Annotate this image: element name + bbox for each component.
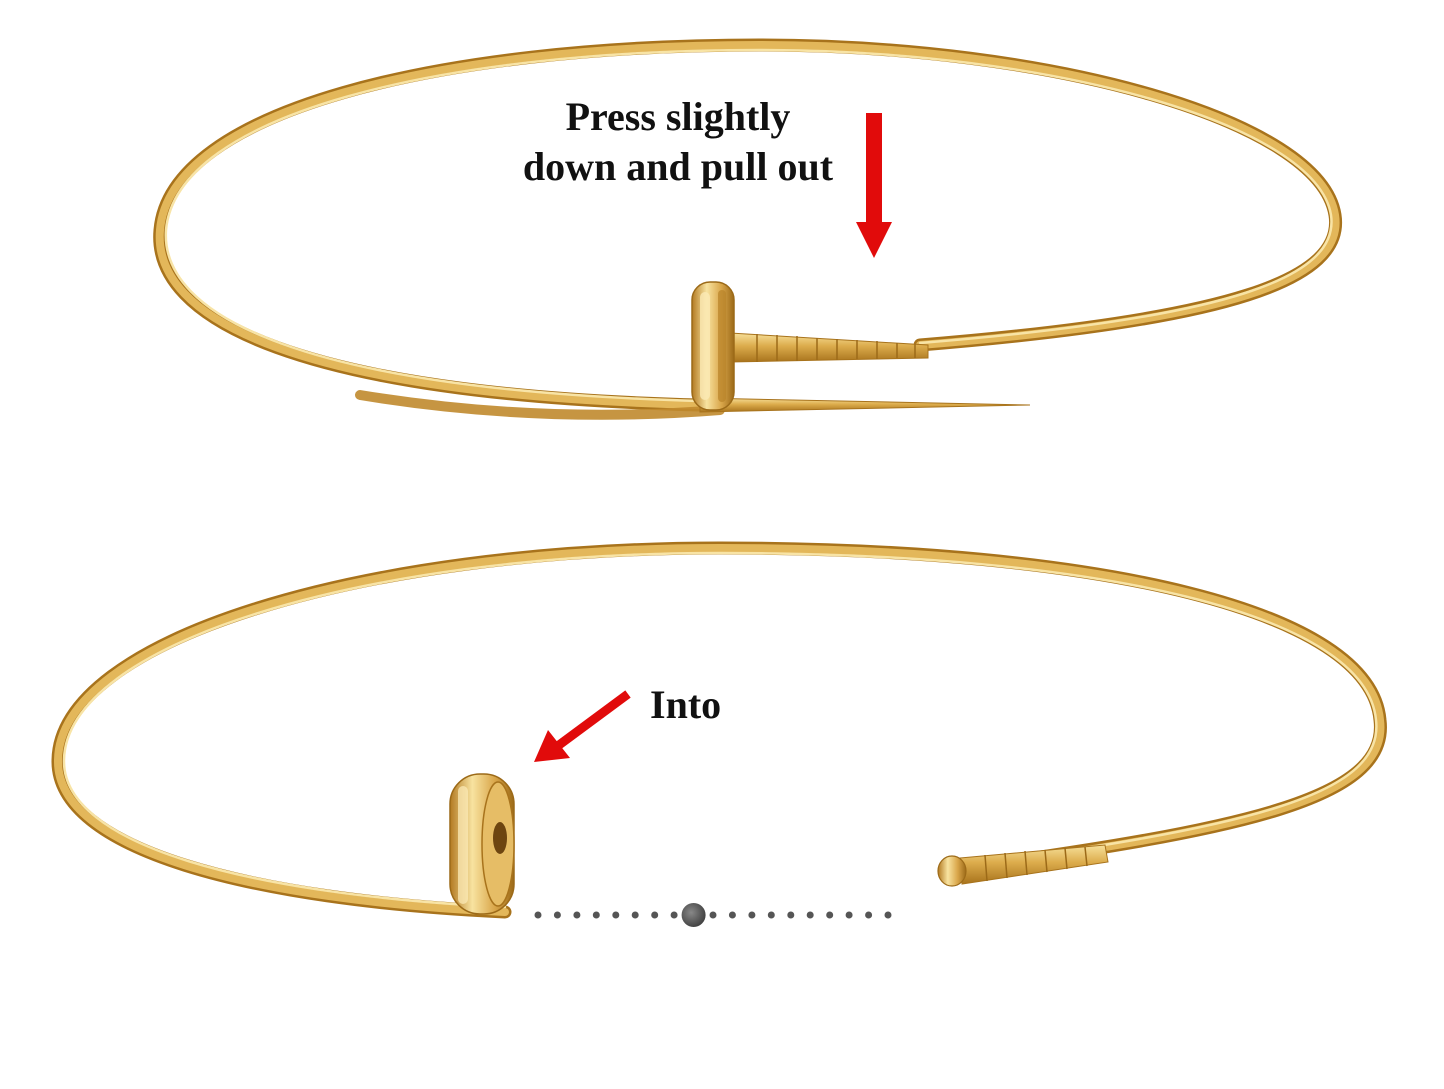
carousel-dot[interactable] <box>553 911 561 919</box>
carousel-dot[interactable] <box>826 911 834 919</box>
carousel-dot[interactable] <box>865 911 873 919</box>
instruction-step1: Press slightly down and pull out <box>488 92 868 192</box>
carousel-dot[interactable] <box>631 911 639 919</box>
top-bracelet <box>153 38 1343 420</box>
bottom-nail-thread <box>937 844 1109 887</box>
carousel-dot[interactable] <box>806 911 814 919</box>
arrow-down-left-icon <box>534 690 631 762</box>
arrow-down-icon <box>856 113 892 258</box>
carousel-dot[interactable] <box>787 911 795 919</box>
top-nail-thread <box>729 332 929 363</box>
carousel-dot[interactable] <box>884 911 892 919</box>
carousel-dot[interactable] <box>592 911 600 919</box>
carousel-dot[interactable] <box>651 911 659 919</box>
top-nail-point <box>699 397 1031 413</box>
instruction-step1-line1: Press slightly <box>565 94 791 139</box>
instruction-step1-line2: down and pull out <box>522 144 834 189</box>
carousel-dot[interactable] <box>709 911 717 919</box>
carousel-dot-active[interactable] <box>681 903 706 927</box>
carousel-dots-icon[interactable] <box>534 903 892 927</box>
instruction-step2: Into <box>650 682 722 727</box>
carousel-dot[interactable] <box>767 911 775 919</box>
top-bangle-lower-sweep <box>355 390 725 420</box>
carousel-dot[interactable] <box>534 911 542 919</box>
bottom-nail-head <box>449 773 515 915</box>
bottom-bangle-ring <box>51 541 1387 919</box>
carousel-dot[interactable] <box>728 911 736 919</box>
carousel-dot[interactable] <box>612 911 620 919</box>
carousel-dot[interactable] <box>845 911 853 919</box>
carousel-dot[interactable] <box>573 911 581 919</box>
bottom-bracelet <box>51 541 1387 919</box>
top-nail-head <box>691 281 735 411</box>
carousel-dot[interactable] <box>748 911 756 919</box>
carousel-dot[interactable] <box>670 911 678 919</box>
